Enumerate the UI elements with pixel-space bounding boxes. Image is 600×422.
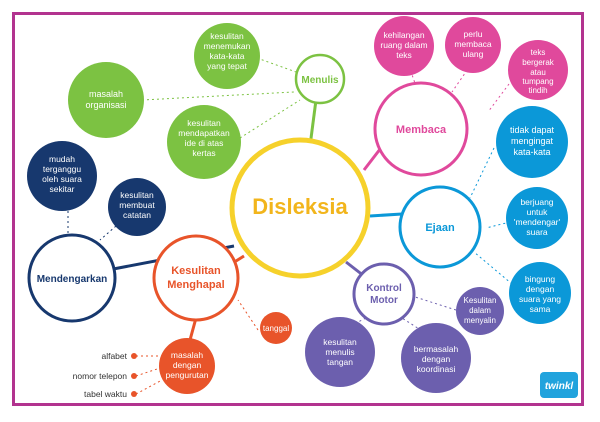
- connector-subitem-3: [135, 379, 163, 395]
- subitem-dot-2: [131, 373, 137, 379]
- ejaan-child-2: [506, 187, 568, 249]
- menulis-child-2: [68, 62, 144, 138]
- twinkl-logo-text: twinkl: [545, 381, 574, 392]
- membaca-child-1: [374, 16, 434, 76]
- ejaan-node: [398, 185, 482, 269]
- connector-kontrol-child-1: [411, 295, 457, 311]
- connector-menghapal-child-1: [237, 299, 259, 331]
- subitem-3-text: tabel waktu: [84, 389, 127, 399]
- menulis-child-1: [194, 23, 260, 89]
- connector-ejaan: [369, 212, 403, 218]
- kontrol-child-2: [401, 323, 471, 393]
- twinkl-badge: twinkl: [540, 372, 578, 398]
- subitem-dot-3: [131, 391, 137, 397]
- center-label: Disleksia: [252, 194, 348, 219]
- menulis-label: Menulis: [301, 75, 339, 86]
- dotted-connectors: [67, 57, 513, 395]
- kontrol-child-3: [305, 317, 375, 387]
- kontrol-child-1: [456, 287, 504, 335]
- center-node: Disleksia: [229, 137, 371, 279]
- subitem-2-text: nomor telepon: [73, 371, 128, 381]
- connector-menulis: [308, 99, 318, 147]
- menghapal-child-2: [159, 338, 215, 394]
- membaca-child-2: [445, 17, 501, 73]
- menulis-node: [294, 53, 346, 105]
- diagram-frame: [12, 12, 584, 406]
- connector-membaca-child-3: [487, 79, 513, 113]
- kontrol-node: [352, 262, 416, 326]
- membaca-node: [373, 81, 469, 177]
- ejaan-child-1: [496, 106, 568, 178]
- membaca-label: Membaca: [396, 124, 447, 136]
- membaca-child-3: [508, 40, 568, 100]
- connector-ejaan-child-1: [469, 147, 495, 199]
- subitem-1-text: alfabet: [101, 351, 127, 361]
- connector-ejaan-child-2: [485, 221, 511, 229]
- subitem-dot-1: [131, 353, 137, 359]
- connector-menulis-child-3: [239, 99, 301, 139]
- ejaan-child-3: [509, 262, 571, 324]
- mendengarkan-node: [27, 233, 117, 323]
- connector-mendengarkan-child-2: [99, 225, 117, 241]
- mendengarkan-child-2: [108, 178, 166, 236]
- connector-subitem-2: [135, 367, 161, 377]
- menghapal-child-1-text: tanggal: [263, 324, 289, 333]
- menulis-child-3: [167, 105, 241, 179]
- ejaan-label: Ejaan: [425, 222, 455, 234]
- connector-menghapal-urut: [188, 317, 198, 341]
- connector-ejaan-child-3: [473, 251, 513, 285]
- mendengarkan-label: Mendengarkan: [37, 274, 108, 285]
- connector-menulis-child-2: [141, 91, 295, 101]
- mendengarkan-child-1: [27, 141, 97, 211]
- connector-menulis-child-1: [256, 57, 297, 73]
- menghapal-child-1: [260, 312, 292, 344]
- menghapal-node: [152, 234, 240, 322]
